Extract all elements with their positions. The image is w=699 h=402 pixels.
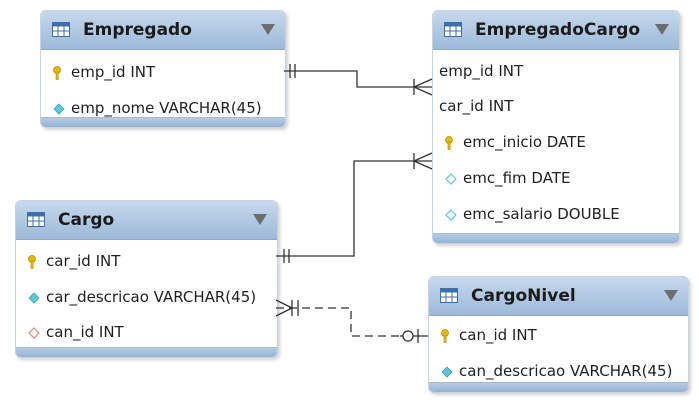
column-row[interactable]: can_id INT — [16, 319, 277, 347]
collapse-icon[interactable] — [664, 290, 678, 301]
table-icon — [52, 22, 70, 37]
column-row[interactable]: emc_inicio DATE — [433, 129, 679, 157]
diamond-empty-icon — [445, 209, 457, 221]
table-footer — [433, 233, 679, 243]
diamond-filled-icon — [28, 292, 40, 304]
relationship-empregado-empregadocargo[interactable] — [284, 64, 433, 96]
column-row[interactable]: emp_nome VARCHAR(45) — [41, 95, 285, 123]
table-title: Cargo — [58, 210, 115, 230]
key-icon — [53, 66, 61, 80]
table-title: EmpregadoCargo — [475, 20, 641, 40]
column-text: emc_inicio DATE — [463, 133, 586, 151]
column-text: can_id INT — [46, 323, 124, 341]
collapse-icon[interactable] — [655, 24, 669, 35]
diamond-empty-icon — [445, 173, 457, 185]
column-text: emp_nome VARCHAR(45) — [71, 99, 262, 117]
table-header[interactable]: EmpregadoCargo — [433, 11, 679, 50]
column-row[interactable]: emp_id INT — [41, 59, 285, 87]
column-row[interactable]: emc_salario DOUBLE — [433, 201, 679, 229]
column-row[interactable]: emc_fim DATE — [433, 165, 679, 193]
column-text: emp_id INT — [439, 62, 524, 80]
column-text: can_id INT — [459, 326, 537, 344]
column-row[interactable]: car_id INT — [433, 93, 679, 121]
table-header[interactable]: Cargo — [16, 201, 277, 240]
table-empregado-cargo[interactable]: EmpregadoCargo emp_id INT car_id INT emc… — [432, 10, 680, 244]
column-text: car_id INT — [46, 252, 121, 270]
collapse-icon[interactable] — [261, 24, 275, 35]
table-icon — [440, 288, 458, 303]
table-header[interactable]: Empregado — [41, 11, 285, 50]
key-icon — [445, 136, 453, 150]
diamond-red-icon — [28, 327, 40, 339]
column-row[interactable]: car_descricao VARCHAR(45) — [16, 284, 277, 312]
key-icon — [28, 255, 36, 269]
column-row[interactable]: emp_id INT — [433, 58, 679, 86]
table-footer — [16, 347, 277, 357]
table-header[interactable]: CargoNivel — [429, 277, 688, 316]
column-text: car_descricao VARCHAR(45) — [46, 288, 257, 306]
diamond-filled-icon — [53, 103, 65, 115]
table-footer — [429, 382, 688, 392]
table-icon — [27, 212, 45, 227]
collapse-icon[interactable] — [253, 214, 267, 225]
table-empregado[interactable]: Empregado emp_id INT emp_nome VARCHAR(45… — [40, 10, 286, 128]
table-icon — [444, 22, 462, 37]
column-row[interactable]: can_descricao VARCHAR(45) — [429, 358, 688, 386]
column-text: emc_salario DOUBLE — [463, 205, 620, 223]
table-cargo[interactable]: Cargo car_id INT car_descricao VARCHAR(4… — [15, 200, 278, 358]
table-title: CargoNivel — [471, 286, 576, 306]
column-text: emp_id INT — [71, 63, 156, 81]
table-cargo-nivel[interactable]: CargoNivel can_id INT can_descricao VARC… — [428, 276, 689, 393]
column-text: car_id INT — [439, 97, 514, 115]
column-row[interactable]: car_id INT — [16, 248, 277, 276]
column-text: can_descricao VARCHAR(45) — [459, 362, 673, 380]
relationship-cargonivel-cargo[interactable] — [275, 299, 428, 343]
column-text: emc_fim DATE — [463, 169, 571, 187]
diamond-filled-icon — [441, 366, 453, 378]
key-icon — [441, 329, 449, 343]
table-footer — [41, 117, 285, 127]
table-title: Empregado — [83, 20, 192, 40]
column-row[interactable]: can_id INT — [429, 322, 688, 350]
relationship-cargo-empregadocargo[interactable] — [276, 152, 433, 263]
